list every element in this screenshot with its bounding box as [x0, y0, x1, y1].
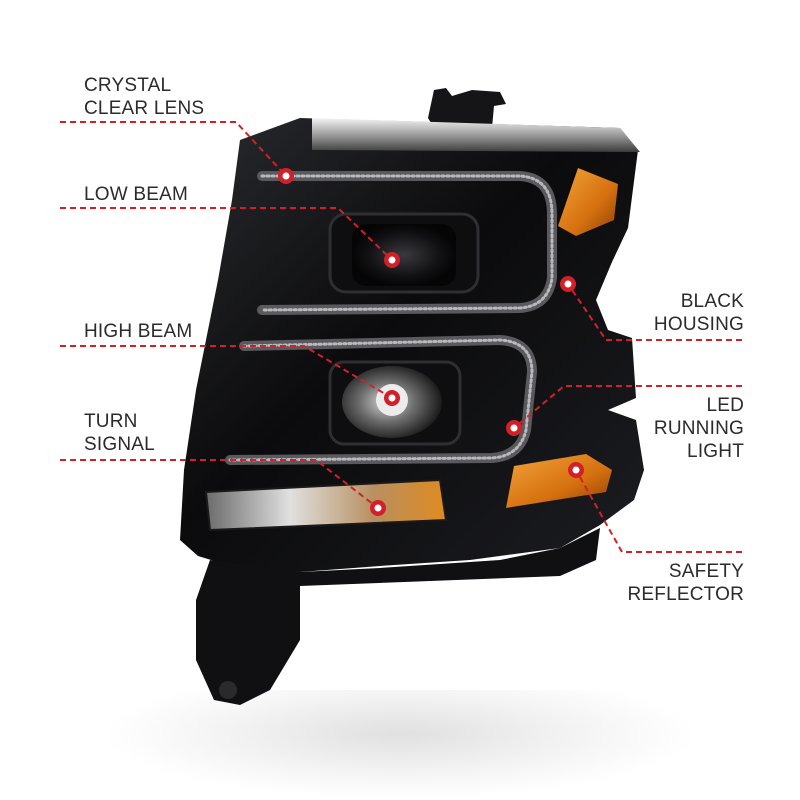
- low-beam-dot: [384, 252, 400, 268]
- label-crystal-clear-lens: CRYSTAL CLEAR LENS: [84, 74, 204, 120]
- led-dot: [506, 420, 522, 436]
- label-line: LOW BEAM: [84, 184, 189, 205]
- chrome-trim: [312, 118, 640, 152]
- turn-signal-lens: [204, 478, 448, 532]
- label-led-running-light: LED RUNNING LIGHT: [654, 394, 744, 463]
- led-bar-upper: [257, 171, 557, 315]
- label-low-beam: LOW BEAM: [84, 183, 188, 206]
- low-beam-projector: [328, 212, 480, 294]
- label-high-beam: HIGH BEAM: [84, 320, 192, 343]
- label-line: CLEAR LENS: [84, 98, 205, 119]
- label-line: HIGH BEAM: [84, 321, 193, 342]
- led-leader: [513, 385, 742, 429]
- label-line: LED: [706, 395, 744, 416]
- label-line: TURN: [84, 411, 138, 432]
- black-housing-leader: [567, 283, 742, 341]
- amber-corner-upper: [558, 168, 618, 236]
- turn-signal-leader: [60, 459, 379, 509]
- black-housing-dot: [560, 276, 576, 292]
- callout-dots: [278, 168, 584, 516]
- label-line: RUNNING: [653, 418, 744, 439]
- label-turn-signal: TURN SIGNAL: [84, 410, 155, 456]
- label-line: BLACK: [680, 291, 744, 312]
- label-black-housing: BLACK HOUSING: [654, 290, 744, 336]
- floor-shadow: [100, 690, 700, 800]
- label-line: SIGNAL: [84, 434, 155, 455]
- label-line: HOUSING: [653, 314, 744, 335]
- crystal-lens-leader: [60, 121, 287, 177]
- high-beam-leader: [60, 345, 393, 399]
- safety-reflector-dot: [568, 462, 584, 478]
- low-beam-leader: [60, 207, 393, 261]
- high-beam-dot: [384, 390, 400, 406]
- led-bar-lower: [225, 334, 538, 465]
- high-beam-reflector: [328, 360, 462, 446]
- mounting-tab-top: [428, 88, 506, 128]
- amber-safety-reflector: [506, 454, 612, 508]
- label-safety-reflector: SAFETY REFLECTOR: [627, 560, 744, 606]
- label-line: LIGHT: [687, 441, 744, 462]
- callout-lines: [60, 121, 742, 553]
- turn-signal-dot: [370, 500, 386, 516]
- label-line: SAFETY: [668, 561, 744, 582]
- label-line: CRYSTAL: [84, 75, 172, 96]
- safety-reflector-leader: [575, 469, 742, 553]
- crystal-lens-dot: [278, 168, 294, 184]
- label-line: REFLECTOR: [627, 584, 744, 605]
